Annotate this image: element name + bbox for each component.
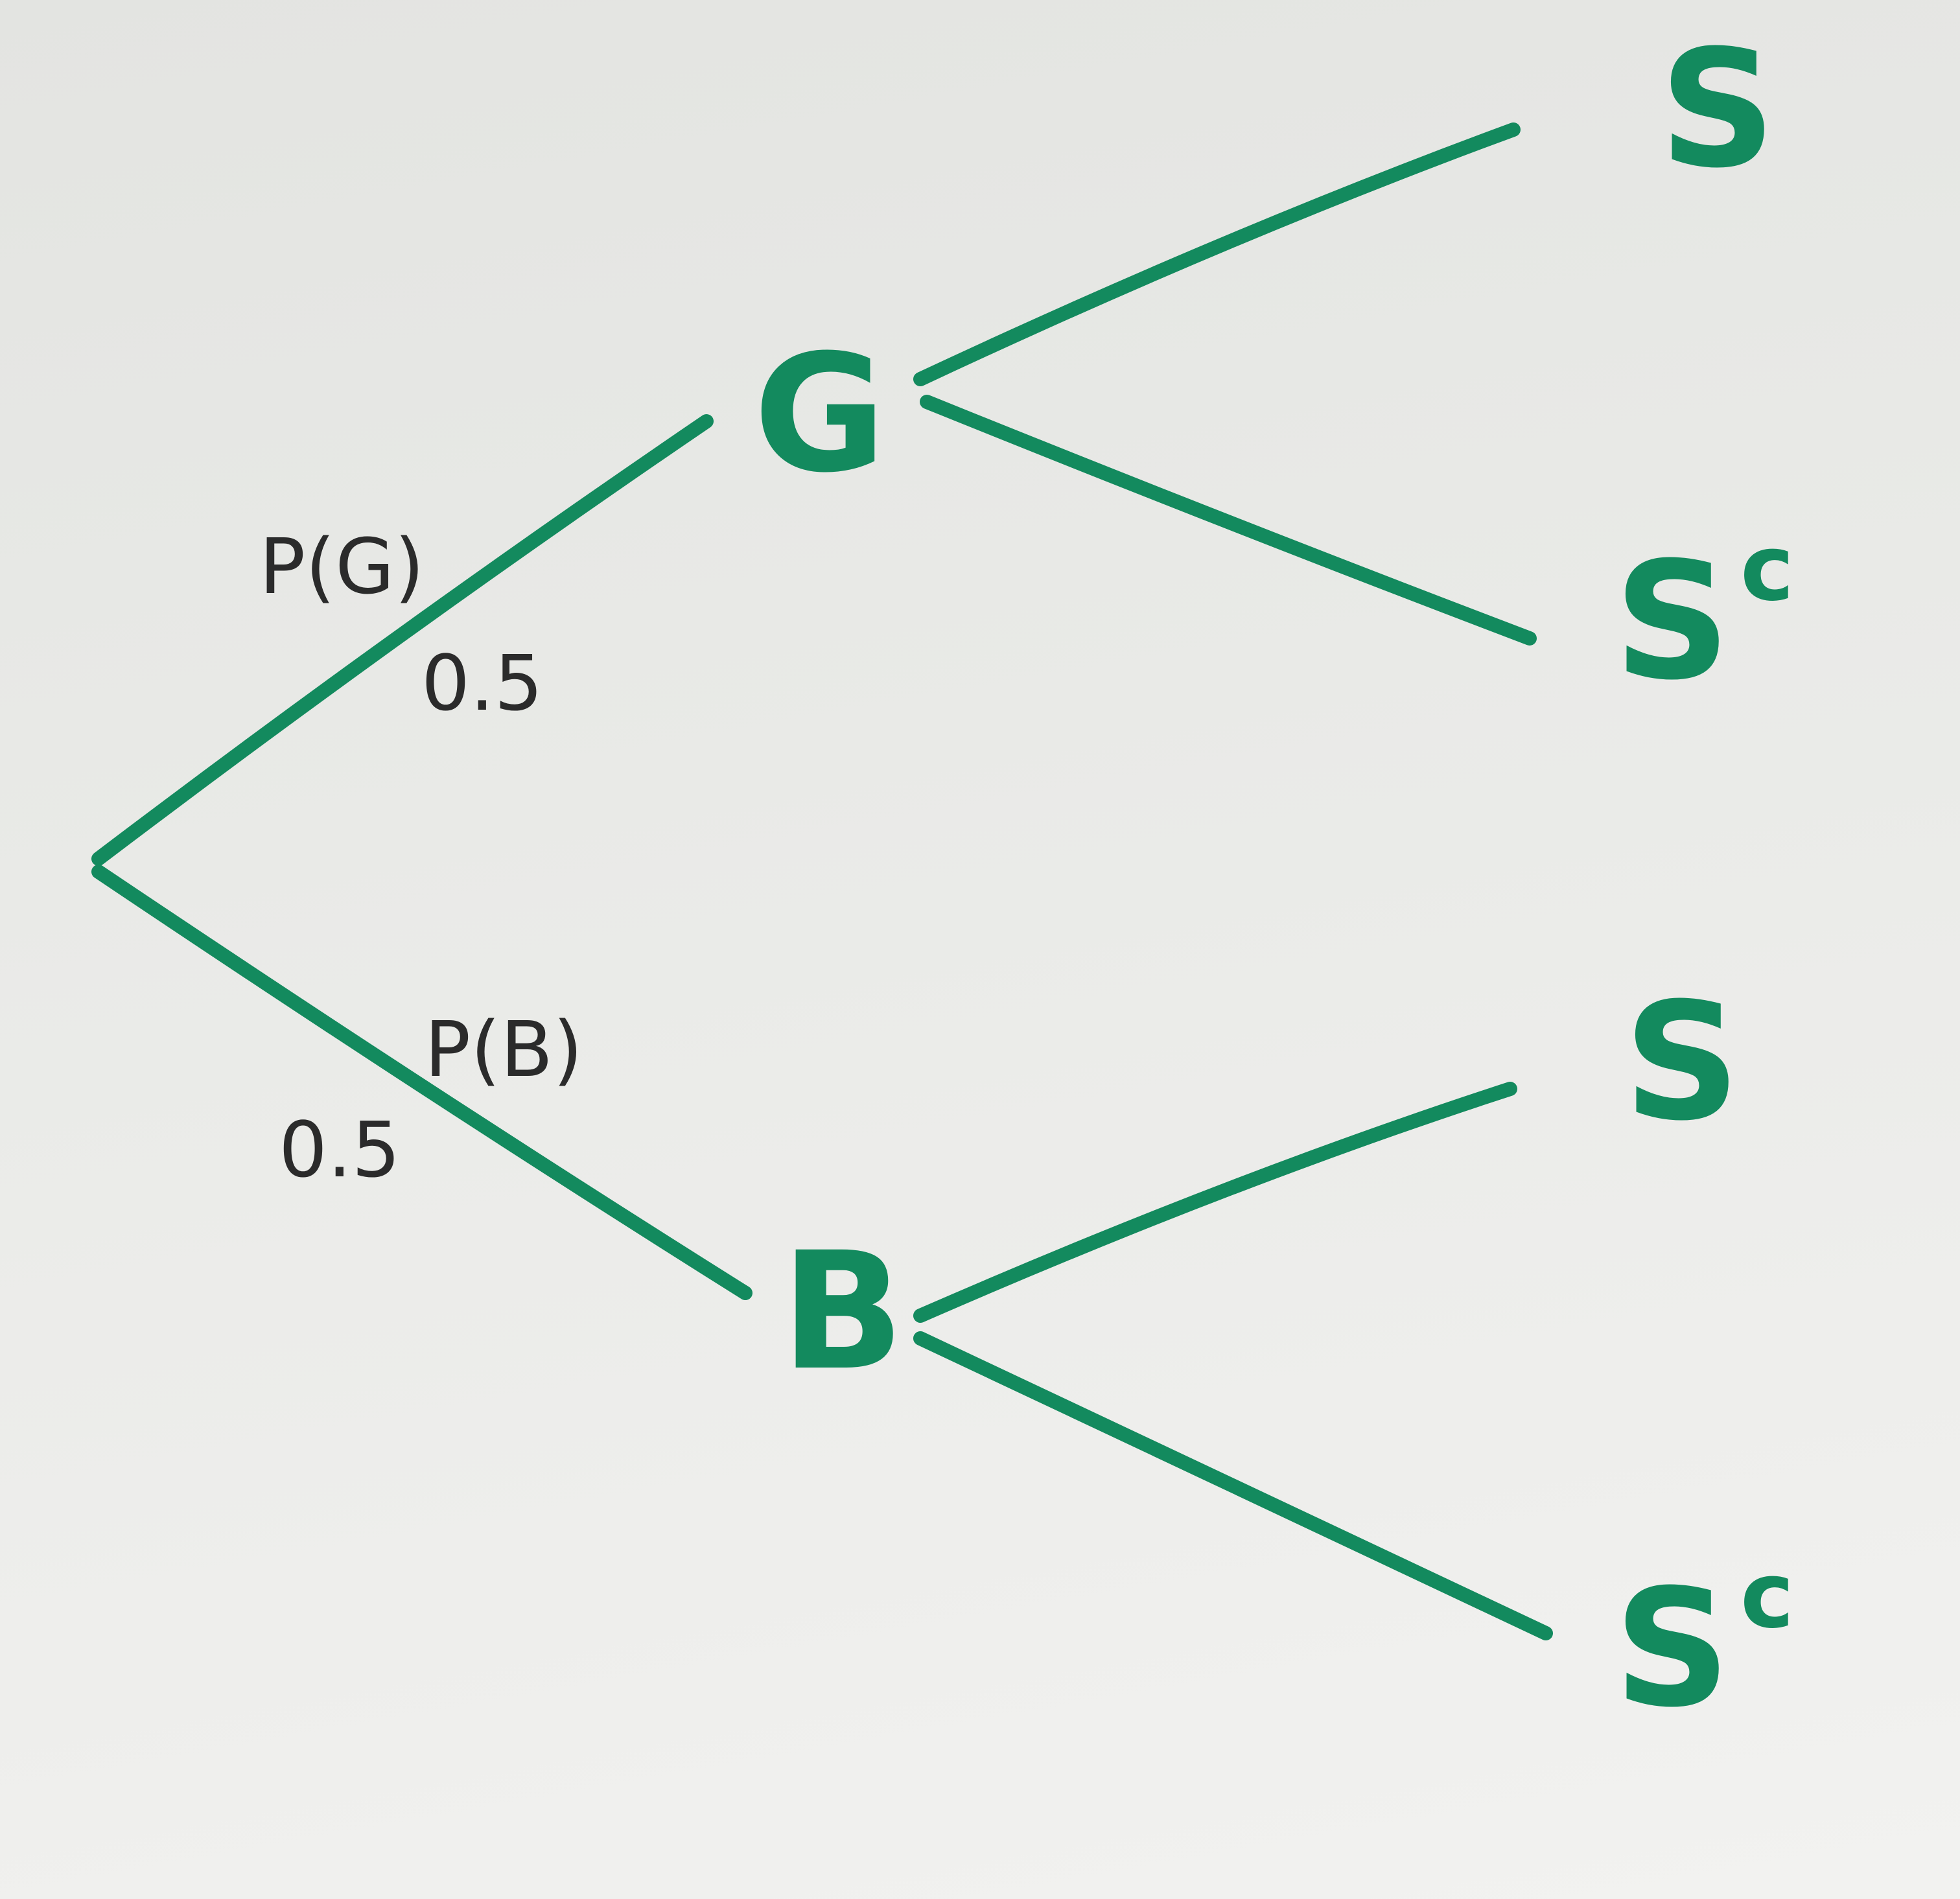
branch-root-to-b <box>91 865 752 1300</box>
outcome-label-g-success: S <box>1659 15 1776 204</box>
edge-label-p-g: P(G) <box>259 522 425 611</box>
branch-b-to-s <box>913 1082 1517 1323</box>
branch-g-to-sc <box>920 395 1537 646</box>
node-label-g: G <box>753 320 886 508</box>
outcome-superscript: c <box>1740 516 1794 622</box>
outcome-base: S <box>1624 968 1740 1156</box>
branch-g-to-s <box>913 122 1521 386</box>
outcome-base: S <box>1659 15 1776 204</box>
edge-label-p-b: P(B) <box>425 1005 583 1094</box>
branch-root-to-g <box>91 414 714 866</box>
outcome-superscript: c <box>1740 1543 1794 1649</box>
edge-value-g: 0.5 <box>421 638 543 728</box>
node-label-b: B <box>781 1217 905 1406</box>
outcome-base: S <box>1614 527 1731 716</box>
outcome-label-b-success: S <box>1624 968 1740 1156</box>
edge-value-b: 0.5 <box>279 1105 401 1194</box>
branch-b-to-sc <box>913 1331 1553 1640</box>
outcome-base: S <box>1614 1554 1731 1743</box>
